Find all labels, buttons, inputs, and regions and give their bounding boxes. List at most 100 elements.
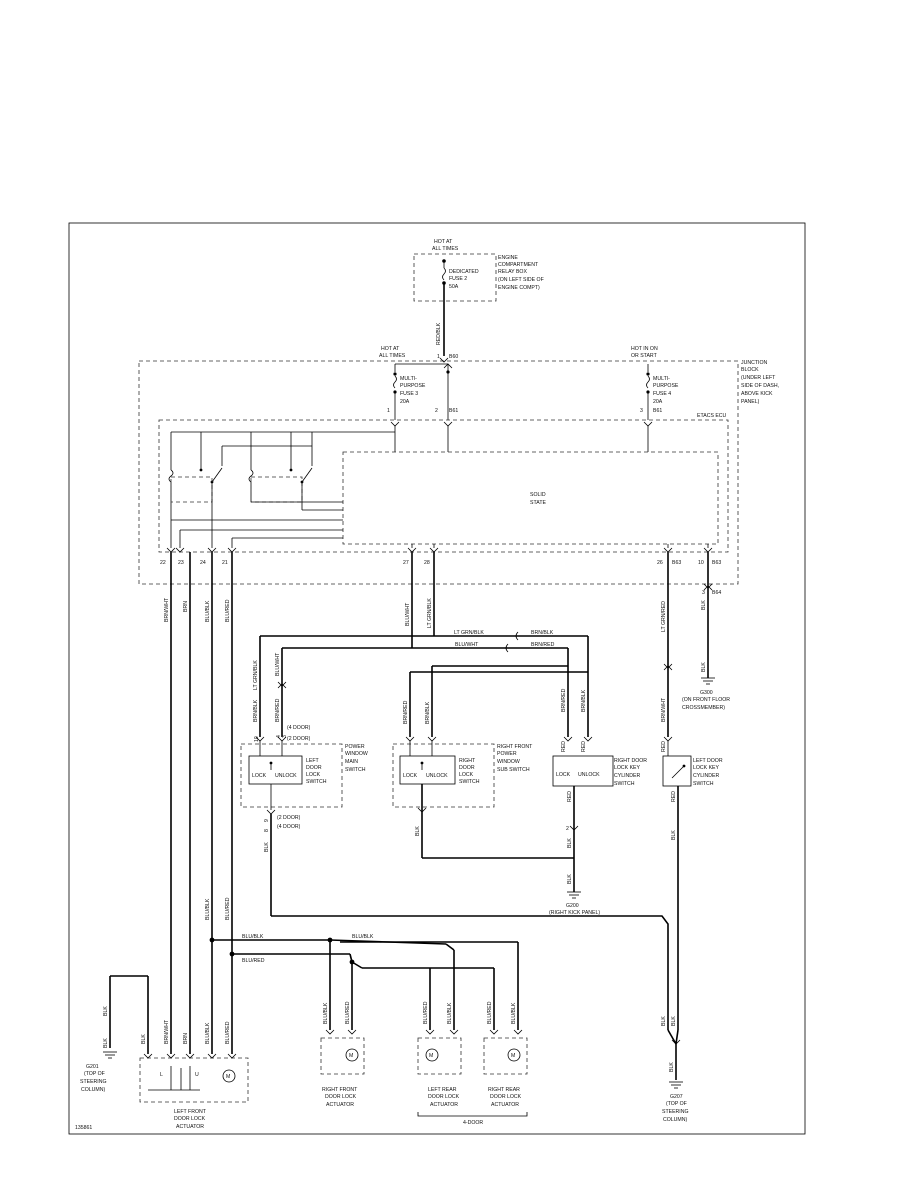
svg-text:BLU/BLK: BLU/BLK (205, 898, 211, 920)
svg-text:DOOR: DOOR (459, 765, 475, 771)
svg-text:LOCK: LOCK (556, 772, 571, 778)
right-key-cylinder-switch: LOCK UNLOCK RIGHT DOOR LOCK KEY CYLINDER… (422, 736, 647, 899)
svg-text:DOOR LOCK: DOOR LOCK (490, 1094, 522, 1100)
svg-text:4: 4 (276, 735, 282, 738)
svg-text:ACTUATOR: ACTUATOR (326, 1102, 354, 1108)
svg-text:BLU/RED: BLU/RED (487, 1001, 493, 1024)
svg-text:ACTUATOR: ACTUATOR (430, 1102, 458, 1108)
right-rear-actuator: BLU/RED BLU/BLK M RIGHT REAR DOOR LOCK A… (483, 1001, 528, 1108)
svg-text:BLU/RED: BLU/RED (423, 1001, 429, 1024)
svg-text:23: 23 (178, 560, 184, 566)
svg-text:28: 28 (424, 560, 430, 566)
svg-text:BRN/RED: BRN/RED (531, 642, 555, 648)
svg-text:BLK: BLK (701, 600, 707, 610)
svg-text:LT GRN/BLK: LT GRN/BLK (454, 630, 484, 636)
svg-text:BRN/BLK: BRN/BLK (425, 701, 431, 724)
svg-text:BLK: BLK (264, 842, 270, 852)
svg-text:RED: RED (661, 741, 667, 752)
left-key-cylinder-switch: LEFT DOOR LOCK KEY CYLINDER SWITCH RED B… (662, 736, 723, 1030)
svg-text:BLK: BLK (701, 662, 707, 672)
svg-text:RIGHT DOOR: RIGHT DOOR (614, 758, 647, 764)
svg-text:FUSE 3: FUSE 3 (400, 391, 418, 397)
svg-text:LOCK KEY: LOCK KEY (693, 765, 719, 771)
svg-text:M: M (429, 1053, 433, 1059)
svg-text:RED: RED (581, 741, 587, 752)
svg-text:SUB SWITCH: SUB SWITCH (497, 767, 530, 773)
svg-text:BLU/RED: BLU/RED (225, 599, 231, 622)
svg-text:ETACS ECU: ETACS ECU (697, 413, 727, 419)
left-rear-actuator: BLU/RED BLU/BLK M LEFT REAR DOOR LOCK AC… (417, 1001, 462, 1108)
svg-text:MULTI-: MULTI- (653, 376, 670, 382)
svg-text:BLOCK: BLOCK (741, 367, 759, 373)
svg-text:BLK: BLK (567, 838, 573, 848)
svg-text:(4 DOOR): (4 DOOR) (287, 725, 311, 731)
svg-text:BLK: BLK (671, 1016, 677, 1026)
svg-text:BLU/BLK: BLU/BLK (511, 1002, 517, 1024)
svg-text:B61: B61 (653, 408, 662, 414)
svg-text:BLU/RED: BLU/RED (345, 1001, 351, 1024)
svg-text:B63: B63 (712, 560, 721, 566)
svg-text:LOCK KEY: LOCK KEY (614, 765, 640, 771)
svg-text:RED: RED (567, 791, 573, 802)
svg-text:POWER: POWER (345, 744, 365, 750)
svg-text:M: M (226, 1074, 230, 1080)
svg-text:RELAY BOX: RELAY BOX (498, 269, 527, 275)
svg-text:ALL TIMES: ALL TIMES (379, 353, 406, 359)
svg-text:(UNDER LEFT: (UNDER LEFT (741, 375, 776, 381)
svg-text:STATE: STATE (530, 500, 546, 506)
svg-text:BLK: BLK (669, 1062, 675, 1072)
junction-block: JUNCTION BLOCK (UNDER LEFT SIDE OF DASH,… (138, 346, 779, 596)
left-front-actuator: BLK BLK BLK BRN/WHT BRN BLU/BLK BLU/RED … (103, 975, 249, 1130)
svg-text:(TOP OF: (TOP OF (666, 1101, 687, 1107)
svg-text:8: 8 (264, 829, 270, 832)
ground-g207: BLK BLK BLK G207 (TOP OF STEERING COLUMN… (661, 1016, 689, 1123)
svg-text:B60: B60 (449, 354, 458, 360)
diagram-frame (68, 222, 806, 1135)
svg-text:PURPOSE: PURPOSE (400, 383, 426, 389)
svg-text:STEERING: STEERING (80, 1079, 107, 1085)
svg-text:LEFT: LEFT (306, 758, 320, 764)
svg-text:LOCK: LOCK (306, 772, 321, 778)
svg-text:20A: 20A (653, 399, 663, 405)
svg-text:21: 21 (222, 560, 228, 566)
svg-text:G200: G200 (566, 903, 579, 909)
svg-text:BLU/RED: BLU/RED (225, 897, 231, 920)
svg-text:26: 26 (657, 560, 663, 566)
power-window-main-switch: LOCK UNLOCK LEFT DOOR LOCK SWITCH POWER … (240, 735, 368, 916)
svg-text:9: 9 (264, 819, 270, 822)
svg-text:BLU/BLK: BLU/BLK (323, 1002, 329, 1024)
svg-text:BRN: BRN (183, 601, 189, 612)
svg-text:CYLINDER: CYLINDER (693, 773, 719, 779)
svg-text:(2 DOOR): (2 DOOR) (277, 815, 301, 821)
svg-text:BLK: BLK (103, 1038, 109, 1048)
svg-text:BRN/WHT: BRN/WHT (661, 697, 667, 722)
svg-text:BLK: BLK (141, 1034, 147, 1044)
svg-text:HOT IN ON: HOT IN ON (631, 346, 658, 352)
svg-text:DOOR LOCK: DOOR LOCK (325, 1094, 357, 1100)
svg-text:G201: G201 (86, 1064, 99, 1070)
svg-text:RIGHT FRONT: RIGHT FRONT (497, 744, 533, 750)
actuator-bus: BLU/BLK BLU/BLK BLU/RED BLU/BLK BLU/RED (205, 897, 519, 1030)
svg-text:BLU/BLK: BLU/BLK (352, 934, 374, 940)
svg-text:BRN/WHT: BRN/WHT (164, 1019, 170, 1044)
svg-text:BLK: BLK (671, 830, 677, 840)
svg-text:SWITCH: SWITCH (459, 779, 480, 785)
relay-box: HOT AT ALL TIMES DEDICATED FUSE 2 50A EN… (413, 239, 544, 356)
svg-text:LEFT DOOR: LEFT DOOR (693, 758, 723, 764)
svg-text:ENGINE: ENGINE (498, 255, 518, 261)
svg-text:WINDOW: WINDOW (497, 759, 520, 765)
svg-text:(ON FRONT FLOOR: (ON FRONT FLOOR (682, 697, 730, 703)
svg-text:B64: B64 (712, 590, 721, 596)
svg-text:(2 DOOR): (2 DOOR) (287, 736, 311, 742)
svg-text:COLUMN): COLUMN) (81, 1087, 105, 1093)
svg-text:LOCK: LOCK (252, 773, 267, 779)
svg-text:LT GRN/BLK: LT GRN/BLK (253, 660, 259, 690)
svg-text:1: 1 (387, 408, 390, 414)
svg-text:RED: RED (561, 741, 567, 752)
ground-g201: G201 (TOP OF STEERING COLUMN) (80, 1064, 107, 1093)
svg-text:RIGHT FRONT: RIGHT FRONT (322, 1087, 358, 1093)
svg-text:OR START: OR START (631, 353, 658, 359)
svg-text:BLU/BLK: BLU/BLK (447, 1002, 453, 1024)
svg-text:3: 3 (702, 590, 705, 596)
